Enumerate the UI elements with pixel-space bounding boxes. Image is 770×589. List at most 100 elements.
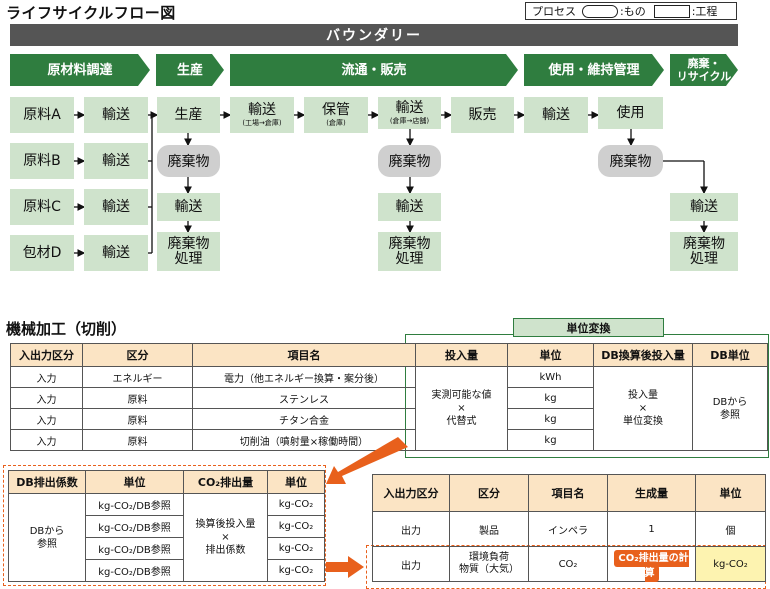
- distribution-waste-treatment: 廃棄物 処理: [378, 232, 441, 271]
- table-cell: kg-CO₂/DB参照: [85, 559, 184, 582]
- table-header: 投入量: [415, 343, 508, 367]
- table-cell: 入力: [10, 387, 83, 409]
- table-cell: 入力: [10, 429, 83, 451]
- production-box: 生産: [157, 97, 220, 133]
- table-header: 区分: [82, 343, 193, 367]
- table-cell: 原料: [82, 408, 193, 430]
- transport-label: 輸送: [248, 102, 276, 118]
- transport-sub-label: (工場→倉庫): [242, 119, 282, 127]
- use-box: 使用: [598, 97, 663, 129]
- table-header: 区分: [449, 474, 529, 512]
- table-cell: 1: [607, 511, 696, 547]
- storage-box: 保管 (倉庫): [304, 97, 368, 133]
- table-cell: kg: [507, 408, 594, 430]
- distribution-waste-transport: 輸送: [378, 193, 441, 221]
- legend: プロセス :もの :工程: [525, 2, 737, 20]
- table-header: DB単位: [692, 343, 768, 367]
- table-header: DB排出係数: [8, 470, 86, 494]
- flow-connectors: [74, 111, 708, 257]
- table-cell: ステンレス: [192, 387, 416, 409]
- table-cell: エネルギー: [82, 366, 193, 388]
- table-row: kg-CO₂/DB参照 kg-CO₂: [9, 559, 325, 582]
- output-table: 入出力区分 区分 項目名 生成量 単位 出力 製品 インペラ 1 個 出力 環境…: [372, 474, 766, 582]
- phase-disposal: 廃棄・ リサイクル: [670, 54, 738, 86]
- co2-calc-badge: CO₂排出量の計算: [614, 550, 689, 582]
- table-cell: kg-CO₂: [267, 515, 325, 538]
- table-cell: 入力: [10, 408, 83, 430]
- disposal-waste-treatment: 廃棄物 処理: [670, 232, 738, 271]
- phase-raw-material: 原材料調達: [10, 54, 150, 86]
- emission-formula-cell: 換算後投入量 × 排出係数: [183, 493, 268, 582]
- table-header-row: 入出力区分 区分 項目名 投入量 単位 DB換算後投入量 DB単位: [10, 343, 768, 367]
- table-row: DBから 参照 kg-CO₂/DB参照 換算後投入量 × 排出係数 kg-CO₂: [8, 493, 325, 582]
- table-header: 単位: [507, 343, 594, 367]
- table-cell: kg-CO₂: [267, 537, 325, 560]
- table-cell: 製品: [449, 511, 529, 547]
- phase-use: 使用・維持管理: [524, 54, 664, 86]
- material-b-box: 原料B: [10, 143, 74, 179]
- legend-process-label: プロセス: [532, 5, 576, 18]
- db-coef-cell: DBから 参照: [8, 493, 86, 582]
- table-header-row: 入出力区分 区分 項目名 生成量 単位: [372, 474, 766, 512]
- phase-distribution: 流通・販売: [230, 54, 518, 86]
- table-cell: チタン合金: [192, 408, 416, 430]
- table-cell: 原料: [82, 387, 193, 409]
- db-unit-cell: DBから 参照: [692, 366, 768, 451]
- table-row: 入力 原料 ステンレス kg: [10, 387, 768, 409]
- table-cell: 原料: [82, 429, 193, 451]
- transport-c-box: 輸送: [84, 189, 148, 225]
- emission-factor-table: DB排出係数 単位 CO₂排出量 単位 DBから 参照 kg-CO₂/DB参照 …: [8, 470, 325, 582]
- table-cell: kg-CO₂/DB参照: [85, 537, 184, 560]
- transport-d-box: 輸送: [84, 235, 148, 271]
- transport-warehouse-store: 輸送 (倉庫→店舗): [378, 97, 441, 129]
- transport-sub-label: (倉庫→店舗): [389, 117, 430, 125]
- production-waste-treatment: 廃棄物 処理: [157, 232, 220, 271]
- table-cell: kg-CO₂: [267, 559, 325, 582]
- transport-b-box: 輸送: [84, 143, 148, 179]
- table-cell: 電力（他エネルギー換算・案分後）: [192, 366, 416, 388]
- table-row: 入力 エネルギー 電力（他エネルギー換算・案分後） 実測可能な値 × 代替式 k…: [10, 366, 768, 451]
- machining-title: 機械加工（切削）: [6, 320, 127, 338]
- boundary-bar: バウンダリー: [10, 24, 738, 46]
- transport-label: 輸送: [395, 100, 424, 116]
- table-header: 項目名: [528, 474, 608, 512]
- table-header: 生成量: [607, 474, 696, 512]
- table-header: 単位: [267, 470, 325, 494]
- legend-step-label: :工程: [691, 5, 718, 18]
- table-cell: kg-CO₂/DB参照: [85, 515, 184, 538]
- legend-thing-shape: [582, 4, 618, 18]
- emission-table-frame: [3, 465, 326, 586]
- table-cell: kg-CO₂: [267, 493, 325, 516]
- disposal-transport: 輸送: [670, 193, 738, 221]
- production-waste-transport: 輸送: [157, 193, 220, 221]
- sales-box: 販売: [451, 97, 514, 133]
- material-a-box: 原料A: [10, 97, 74, 133]
- storage-sub-label: (倉庫): [326, 119, 346, 127]
- legend-thing-label: :もの: [620, 5, 646, 18]
- transport-a-box: 輸送: [84, 97, 148, 133]
- table-cell: kg-CO₂: [695, 546, 766, 582]
- phase-production: 生産: [156, 54, 224, 86]
- table-cell: 出力: [372, 546, 450, 582]
- table-cell: インペラ: [528, 511, 608, 547]
- table-cell: 入力: [10, 366, 83, 388]
- table-header: 単位: [85, 470, 184, 494]
- input-amount-cell: 実測可能な値 × 代替式: [415, 366, 508, 451]
- table-header: 項目名: [192, 343, 416, 367]
- material-c-box: 原料C: [10, 189, 74, 225]
- table-cell: kg: [507, 429, 594, 451]
- table-header: CO₂排出量: [183, 470, 268, 494]
- table-header: 入出力区分: [372, 474, 450, 512]
- table-cell: kg-CO₂/DB参照: [85, 493, 184, 516]
- table-cell: CO₂: [528, 546, 608, 582]
- table-cell: 出力: [372, 511, 450, 547]
- transport-factory-warehouse: 輸送 (工場→倉庫): [230, 97, 294, 133]
- table-row: 出力 製品 インペラ 1 個: [372, 511, 766, 547]
- co2-calc-cell: CO₂排出量の計算: [607, 546, 696, 582]
- use-transport-box: 輸送: [524, 97, 588, 133]
- table-row: 出力 環境負荷 物質（大気） CO₂ CO₂排出量の計算 kg-CO₂: [372, 546, 766, 582]
- table-header-row: DB排出係数 単位 CO₂排出量 単位: [8, 470, 325, 494]
- table-cell: 環境負荷 物質（大気）: [449, 546, 529, 582]
- diagram-title: ライフサイクルフロー図: [6, 4, 176, 22]
- packaging-d-box: 包材D: [10, 235, 74, 271]
